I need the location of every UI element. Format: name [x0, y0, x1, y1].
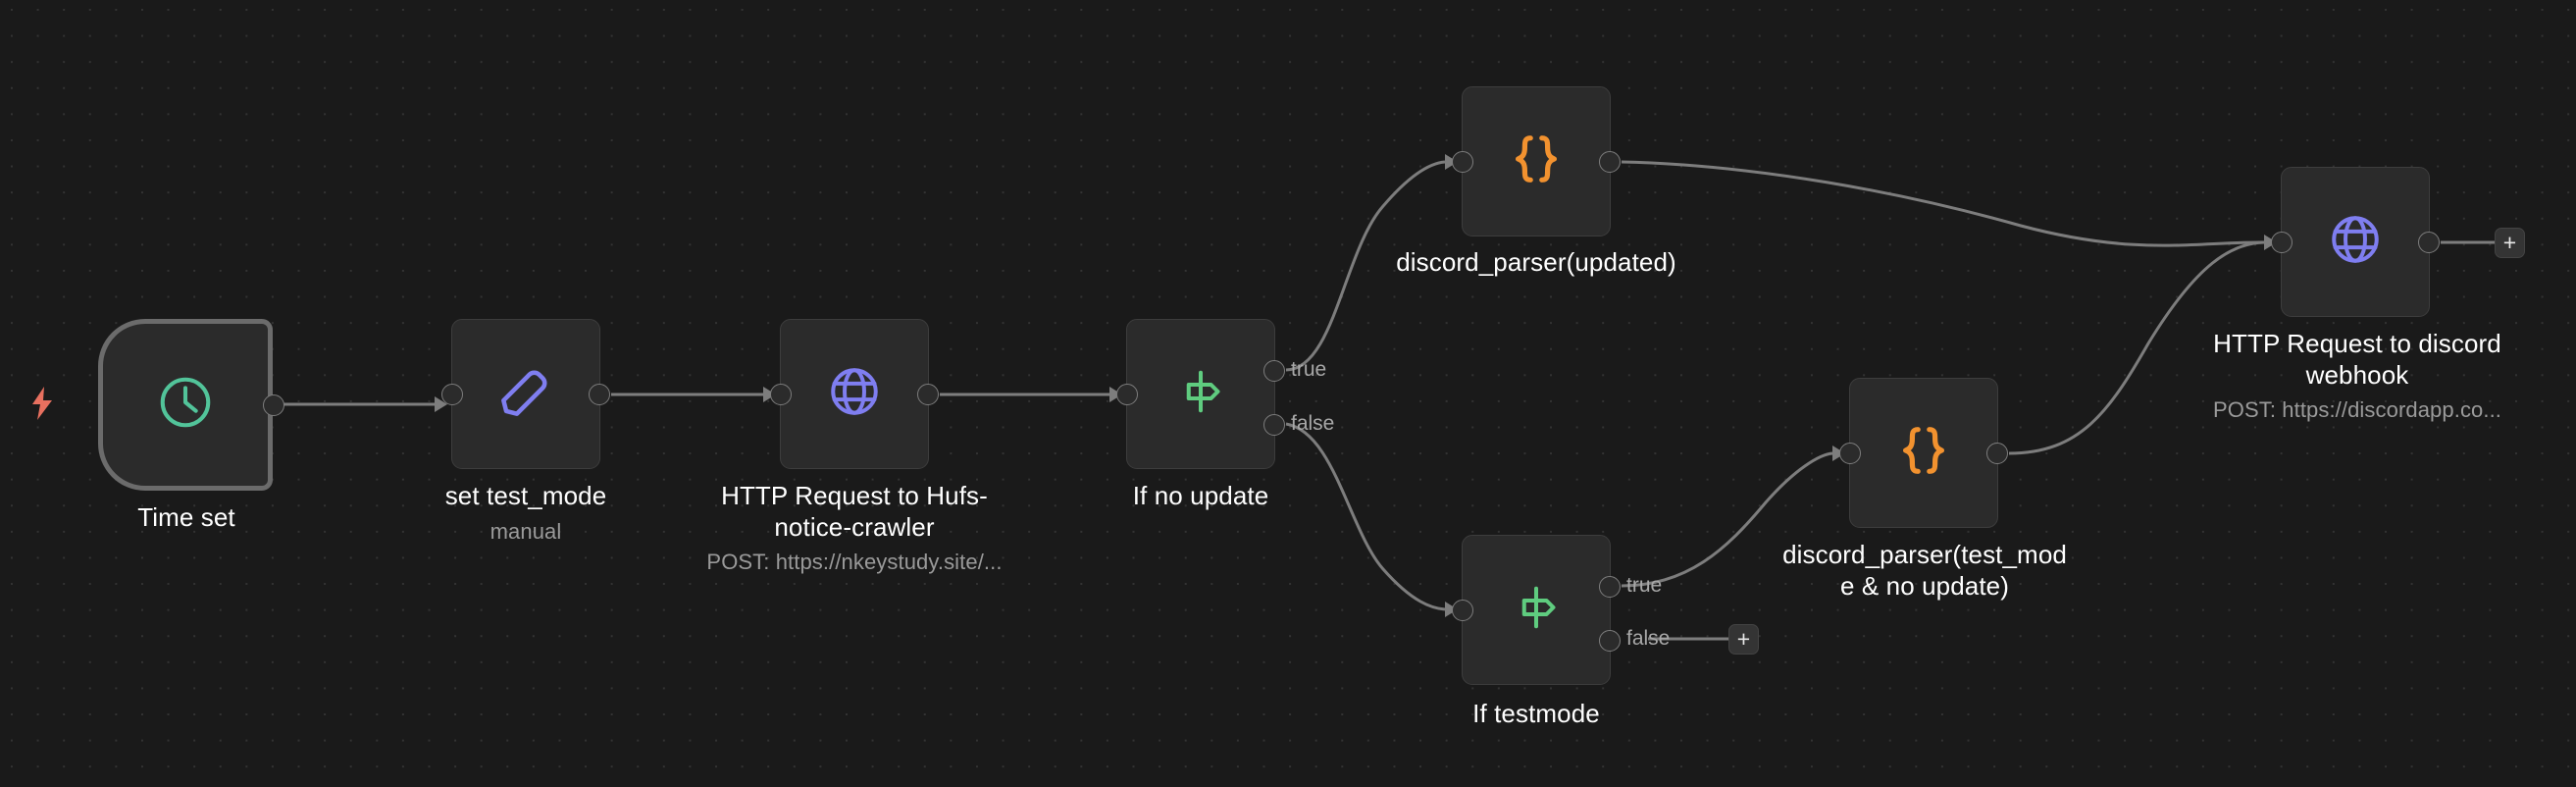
node-discord-parser-testmode-no-update[interactable]: [1839, 378, 2008, 528]
output-port-discord-parser-updated[interactable]: [1599, 150, 1621, 173]
input-port-if-no-update[interactable]: [1116, 383, 1138, 405]
edge-ifnoupdate-true-to-parserupdated: [1285, 160, 1446, 372]
clock-icon: [155, 372, 216, 438]
globe-icon: [826, 363, 883, 425]
branch-label-if-no-update-true: true: [1291, 358, 1327, 381]
node-label-discord-parser-testmode-no-update: discord_parser(test_mod e & no update): [1766, 540, 2084, 602]
node-title-http-request-hufs-line1: HTTP Request to Hufs-: [721, 481, 988, 510]
lightning-bolt-icon: [29, 387, 55, 420]
output-port-if-no-update-false[interactable]: [1263, 414, 1285, 436]
edge-parsertest-to-httpdiscord: [2008, 240, 2265, 455]
node-title-set-test-mode: set test_mode: [444, 481, 607, 510]
input-port-if-testmode[interactable]: [1452, 599, 1473, 621]
add-node-button-webhook[interactable]: +: [2495, 228, 2525, 258]
code-braces-icon: [1506, 129, 1567, 194]
node-label-if-no-update: If no update: [1054, 481, 1348, 512]
globe-icon: [2327, 211, 2384, 273]
input-port-http-request-hufs[interactable]: [770, 383, 792, 405]
edge-arrowheads: [435, 154, 2277, 617]
output-port-if-no-update-true[interactable]: [1263, 360, 1285, 382]
signpost-icon: [1509, 580, 1564, 640]
node-label-set-test-mode: set test_mode manual: [379, 481, 673, 546]
add-node-button-testmode-false[interactable]: +: [1728, 624, 1759, 655]
node-label-http-request-discord-webhook: HTTP Request to discord webhook POST: ht…: [2190, 329, 2524, 425]
node-title-discord-parser-testmode-line2: e & no update): [1840, 570, 2009, 601]
node-title-if-testmode: If testmode: [1472, 699, 1600, 728]
output-port-http-request-hufs[interactable]: [917, 383, 939, 405]
node-title-if-no-update: If no update: [1132, 481, 1269, 510]
input-port-discord-parser-updated[interactable]: [1452, 150, 1473, 173]
code-braces-icon: [1893, 420, 1954, 486]
node-title-discord-parser-testmode-line1: discord_parser(test_mod: [1782, 540, 2067, 569]
node-title-http-request-discord-webhook-line2: webhook: [2305, 359, 2409, 390]
output-port-discord-parser-testmode[interactable]: [1986, 442, 2008, 464]
plus-icon: +: [2502, 230, 2517, 255]
input-port-discord-parser-testmode[interactable]: [1839, 442, 1861, 464]
branch-label-if-no-update-false: false: [1291, 412, 1335, 435]
node-set-test-mode[interactable]: [441, 319, 610, 469]
node-if-no-update[interactable]: [1116, 319, 1285, 469]
node-if-testmode[interactable]: [1452, 535, 1621, 685]
node-title-time-set: Time set: [137, 502, 235, 532]
input-port-http-request-discord-webhook[interactable]: [2271, 231, 2293, 253]
node-discord-parser-updated[interactable]: [1452, 86, 1621, 236]
node-http-request-hufs[interactable]: [770, 319, 939, 469]
output-port-if-testmode-true[interactable]: [1599, 576, 1621, 598]
node-subtitle-http-request-hufs: POST: https://nkeystudy.site/...: [706, 550, 1003, 575]
branch-label-if-testmode-true: true: [1626, 574, 1663, 597]
node-http-request-discord-webhook[interactable]: [2271, 167, 2440, 317]
edge-parserupdated-to-httpdiscord: [1621, 160, 2265, 247]
output-port-time-set[interactable]: [263, 394, 284, 416]
output-port-set-test-mode[interactable]: [589, 383, 610, 405]
node-label-if-testmode: If testmode: [1389, 699, 1683, 730]
node-label-discord-parser-updated: discord_parser(updated): [1389, 247, 1683, 279]
signpost-icon: [1173, 364, 1228, 424]
node-title-http-request-hufs-line2: notice-crawler: [774, 511, 935, 542]
node-subtitle-set-test-mode: manual: [489, 518, 562, 544]
output-port-if-testmode-false[interactable]: [1599, 630, 1621, 652]
node-label-http-request-hufs: HTTP Request to Hufs- notice-crawler POS…: [687, 481, 1022, 577]
node-title-http-request-discord-webhook-line1: HTTP Request to discord: [2213, 329, 2501, 358]
edge-ifnoupdate-false-to-iftestmode: [1285, 422, 1446, 611]
node-subtitle-http-request-discord-webhook: POST: https://discordapp.co...: [2212, 397, 2502, 423]
node-label-time-set: Time set: [39, 502, 334, 534]
input-port-set-test-mode[interactable]: [441, 383, 463, 405]
edge-iftestmode-true-to-parsertest: [1621, 451, 1833, 588]
node-time-set[interactable]: [98, 319, 284, 491]
node-title-discord-parser-updated: discord_parser(updated): [1396, 247, 1676, 277]
plus-icon: +: [1736, 626, 1751, 652]
pencil-icon: [497, 363, 554, 425]
output-port-http-request-discord-webhook[interactable]: [2418, 231, 2440, 253]
branch-label-if-testmode-false: false: [1626, 627, 1671, 650]
